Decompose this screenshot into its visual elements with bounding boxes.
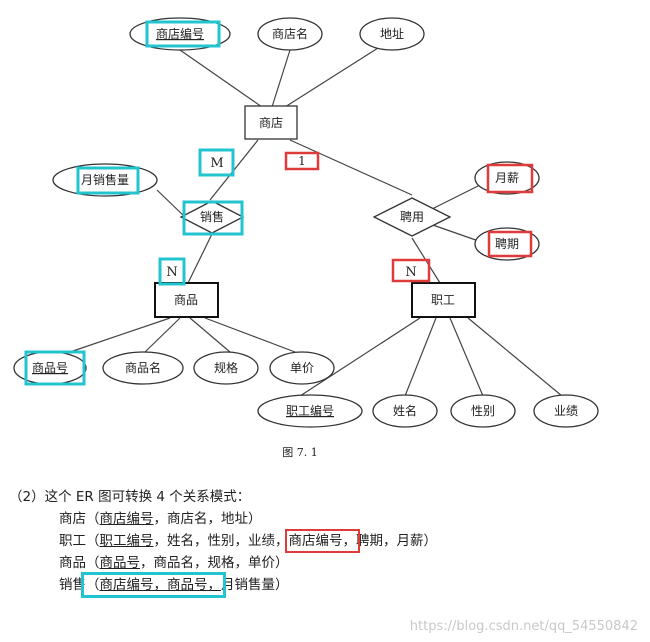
- relationship-hire-label: 聘用: [400, 210, 424, 224]
- cardinality-sales-product: N: [166, 265, 177, 280]
- paren-open: （: [86, 555, 100, 571]
- paren-open: （: [86, 511, 100, 527]
- attr-product-name-label: 商品名: [125, 360, 161, 375]
- attr-store-name-label: 商店名: [272, 26, 308, 41]
- other-attributes: 聘期，月薪）: [356, 533, 437, 549]
- entity-employee: [411, 282, 476, 318]
- relation-name: 商店: [59, 511, 86, 527]
- attr-employee-id: [257, 394, 363, 428]
- primary-key: 商店编号: [99, 511, 154, 527]
- attr-performance-label: 业绩: [554, 404, 578, 418]
- relation-name: 商品: [59, 555, 86, 571]
- composite-key-highlight: （商店编号，商品号，: [81, 572, 226, 598]
- attr-employee-id-label: 职工编号: [286, 403, 334, 418]
- highlight-monthly-sales: [76, 166, 140, 195]
- cardinality-hire-employee: N: [405, 265, 416, 280]
- schema-row-product: 商品（商品号，商品名，规格，单价）: [9, 552, 629, 574]
- paren-open: （: [86, 533, 100, 549]
- primary-key-part: 商店编号: [99, 577, 154, 593]
- red-highlights: [284, 151, 534, 283]
- schema-row-sales: 销售（商店编号，商品号，月销售量）: [9, 572, 629, 598]
- attr-unit-price: [269, 351, 335, 385]
- attr-performance: [533, 394, 599, 428]
- er-diagram: 商店编号 商店名 地址 商店 月销售量 销售 聘用 月薪 聘期 商品 职工 商品…: [13, 17, 599, 428]
- attr-name-label: 姓名: [393, 403, 417, 418]
- schema-heading: （2）这个 ER 图可转换 4 个关系模式：: [9, 489, 251, 505]
- relationship-sales-label: 销售: [200, 209, 224, 224]
- schema-row-store: 商店（商店编号，商店名，地址）: [9, 508, 629, 530]
- other-attributes: 月销售量）: [221, 577, 289, 593]
- highlight-sales: [182, 200, 244, 236]
- relation-name: 销售: [59, 577, 86, 593]
- relationship-hire: [372, 197, 452, 237]
- attr-hire-period-label: 聘期: [495, 237, 519, 251]
- cardinality-sales-store: M: [210, 156, 223, 171]
- key-separator: ，: [153, 577, 168, 593]
- highlight-hire-period: [487, 230, 533, 258]
- attr-product-name: [102, 351, 184, 385]
- entity-store-label: 商店: [259, 115, 283, 130]
- highlight-cardinality-n-hire: [391, 258, 431, 283]
- other-attributes: ，商店名，地址）: [153, 511, 262, 527]
- attr-store-id: [129, 17, 231, 51]
- attr-address: [359, 17, 425, 51]
- connector-lines: [69, 47, 563, 397]
- entity-employee-label: 职工: [431, 293, 455, 307]
- highlight-store-id: [145, 20, 221, 48]
- attr-address-label: 地址: [380, 27, 404, 41]
- primary-key: 商品号: [99, 555, 141, 571]
- relational-schema: （2）这个 ER 图可转换 4 个关系模式： 商店（商店编号，商店名，地址） 职…: [9, 486, 629, 598]
- entity-store: [244, 105, 298, 140]
- foreign-key-highlight: 商店编号，: [284, 529, 360, 553]
- highlight-cardinality-m: [198, 148, 235, 177]
- cardinality-hire-store: 1: [298, 154, 306, 168]
- primary-key: 职工编号: [99, 533, 154, 549]
- figure-caption: 图 7. 1: [282, 446, 318, 459]
- attr-spec: [193, 351, 259, 385]
- attr-store-name: [257, 17, 323, 51]
- primary-key-part: 商品号: [167, 577, 208, 593]
- highlight-cardinality-1: [284, 151, 320, 171]
- attr-monthly-sales-label: 月销售量: [81, 172, 129, 187]
- attr-gender-label: 性别: [471, 404, 495, 418]
- attr-spec-label: 规格: [214, 360, 238, 375]
- highlight-product-id: [24, 350, 86, 386]
- attr-monthly-salary: [474, 161, 540, 195]
- schema-row-employee: 职工（职工编号，姓名，性别，业绩，商店编号，聘期，月薪）: [9, 529, 629, 553]
- cyan-highlights: [24, 20, 244, 386]
- paren-open: （: [86, 577, 100, 593]
- attr-hire-period: [474, 227, 540, 261]
- relation-name: 职工: [59, 533, 86, 549]
- other-attributes: ，商品名，规格，单价）: [140, 555, 289, 571]
- highlight-monthly-salary: [486, 163, 534, 194]
- highlight-cardinality-n: [158, 257, 186, 286]
- attr-gender: [450, 394, 516, 428]
- attr-store-id-label: 商店编号: [156, 26, 204, 41]
- attr-product-id-label: 商品号: [32, 360, 68, 375]
- watermark: https://blog.csdn.net/qq_54550842: [409, 619, 638, 634]
- entity-product-label: 商品: [174, 292, 198, 307]
- entity-product: [154, 282, 219, 318]
- other-attributes: ，姓名，性别，业绩，: [153, 533, 289, 549]
- attr-monthly-salary-label: 月薪: [495, 171, 519, 185]
- key-separator: ，: [207, 577, 222, 593]
- attr-unit-price-label: 单价: [290, 361, 314, 375]
- attr-name: [372, 394, 438, 428]
